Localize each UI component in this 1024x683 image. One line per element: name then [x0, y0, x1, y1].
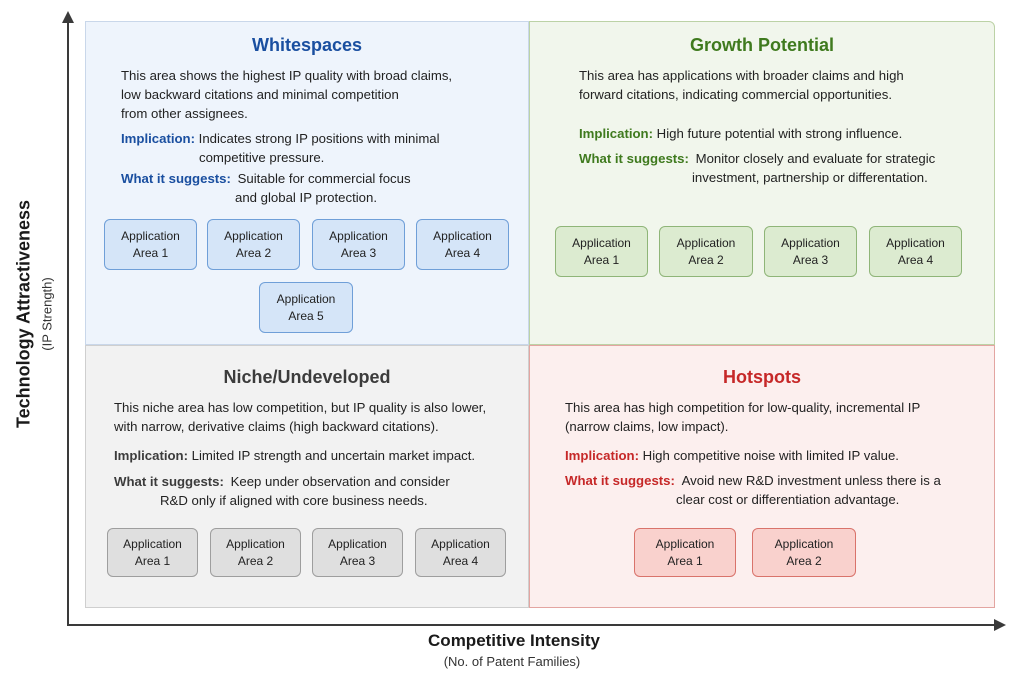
box-label: Area 1 [134, 553, 171, 568]
description-line: This area shows the highest IP quality w… [121, 68, 453, 83]
suggests-label: What it suggests: [579, 151, 689, 166]
description-line: This area has applications with broader … [579, 68, 904, 83]
box-label: Area 5 [288, 308, 324, 323]
implication-label: Implication: [114, 448, 188, 463]
quadrant-title: Growth Potential [690, 35, 834, 55]
description-line: This area has high competition for low-q… [565, 400, 921, 415]
y-axis-subtitle: (IP Strength) [39, 277, 55, 351]
x-axis-arrow [994, 619, 1006, 631]
box-label: Area 2 [688, 252, 724, 267]
y-axis-line [67, 22, 69, 626]
box-label: Application [676, 235, 736, 250]
description-line: with narrow, derivative claims (high bac… [114, 419, 439, 434]
suggests-text: Avoid new R&D investment unless there is… [681, 473, 941, 488]
implication-label: Implication: [579, 126, 653, 141]
box-label: Application [121, 228, 180, 243]
box-label: Area 2 [786, 553, 822, 568]
suggests-label: What it suggests: [121, 171, 231, 186]
box-label: Area 4 [444, 245, 481, 260]
box-label: Area 4 [897, 252, 934, 267]
suggests-text: and global IP protection. [235, 190, 377, 205]
box-label: Area 2 [237, 553, 274, 568]
implication-label: Implication: [565, 448, 639, 463]
implication-row: Implication: Indicates strong IP positio… [121, 129, 440, 149]
x-axis-subtitle: (No. of Patent Families) [443, 654, 581, 669]
suggests-text: Suitable for commercial focus [237, 171, 411, 186]
box-label: Application [328, 536, 387, 551]
box-label: Area 3 [339, 553, 376, 568]
implication-text: High competitive noise with limited IP v… [642, 448, 899, 463]
suggests-text: R&D only if aligned with core business n… [160, 493, 428, 508]
box-label: Application [329, 228, 388, 243]
suggests-row: What it suggests: Avoid new R&D investme… [565, 471, 941, 491]
box-label: Area 4 [442, 553, 479, 568]
suggests-label: What it suggests: [565, 473, 675, 488]
y-axis-arrow [62, 11, 74, 23]
quadrant-niche-undeveloped: Niche/Undeveloped This niche area has lo… [85, 345, 529, 608]
box-label: Application [226, 536, 285, 551]
description-line: (narrow claims, low impact). [565, 419, 729, 434]
quadrant-hotspots: Hotspots This area has high competition … [529, 345, 995, 608]
quadrant-title: Niche/Undeveloped [223, 367, 391, 387]
quadrant-whitespaces: Whitespaces This area shows the highest … [85, 21, 529, 345]
box-label: Area 3 [340, 245, 377, 260]
suggests-text: clear cost or differentiation advantage. [676, 492, 900, 507]
suggests-row: What it suggests: Suitable for commercia… [121, 169, 411, 189]
x-axis-line [67, 624, 995, 626]
suggests-label: What it suggests: [114, 474, 224, 489]
implication-row: Implication: High competitive noise with… [565, 446, 899, 466]
box-label: Area 1 [667, 553, 703, 568]
box-label: Application [572, 235, 631, 250]
box-label: Application [781, 235, 840, 250]
box-label: Area 1 [132, 245, 169, 260]
box-label: Area 3 [792, 252, 829, 267]
implication-row: Implication: Limited IP strength and unc… [114, 446, 475, 466]
suggests-text: Monitor closely and evaluate for strateg… [695, 151, 936, 166]
description-line: low backward citations and minimal compe… [121, 87, 399, 102]
description-line: forward citations, indicating commercial… [579, 87, 892, 102]
implication-text: Indicates strong IP positions with minim… [198, 131, 440, 146]
quadrant-title: Whitespaces [251, 35, 363, 55]
implication-text: High future potential with strong influe… [656, 126, 903, 141]
implication-text: Limited IP strength and uncertain market… [191, 448, 476, 463]
quadrant-growth-potential: Growth Potential This area has applicati… [529, 21, 995, 345]
box-label: Application [774, 536, 834, 551]
suggests-row: What it suggests: Keep under observation… [114, 472, 450, 492]
y-axis-title: Technology Attractiveness [13, 199, 34, 429]
box-label: Application [123, 536, 182, 551]
suggests-text: Keep under observation and consider [230, 474, 450, 489]
implication-label: Implication: [121, 131, 195, 146]
x-axis-title: Competitive Intensity [428, 631, 600, 650]
box-label: Application [433, 228, 492, 243]
description-line: This niche area has low competition, but… [114, 400, 487, 415]
suggests-row: What it suggests: Monitor closely and ev… [579, 149, 935, 169]
box-label: Area 1 [583, 252, 620, 267]
implication-row: Implication: High future potential with … [579, 124, 902, 144]
quadrant-title: Hotspots [723, 367, 801, 387]
box-label: Application [886, 235, 945, 250]
box-label: Application [655, 536, 715, 551]
box-label: Application [276, 291, 336, 306]
box-label: Application [431, 536, 490, 551]
implication-text: competitive pressure. [199, 150, 325, 165]
suggests-text: investment, partnership or differentatio… [692, 170, 928, 185]
description-line: from other assignees. [121, 106, 248, 121]
box-label: Area 2 [235, 245, 272, 260]
box-label: Application [224, 228, 283, 243]
